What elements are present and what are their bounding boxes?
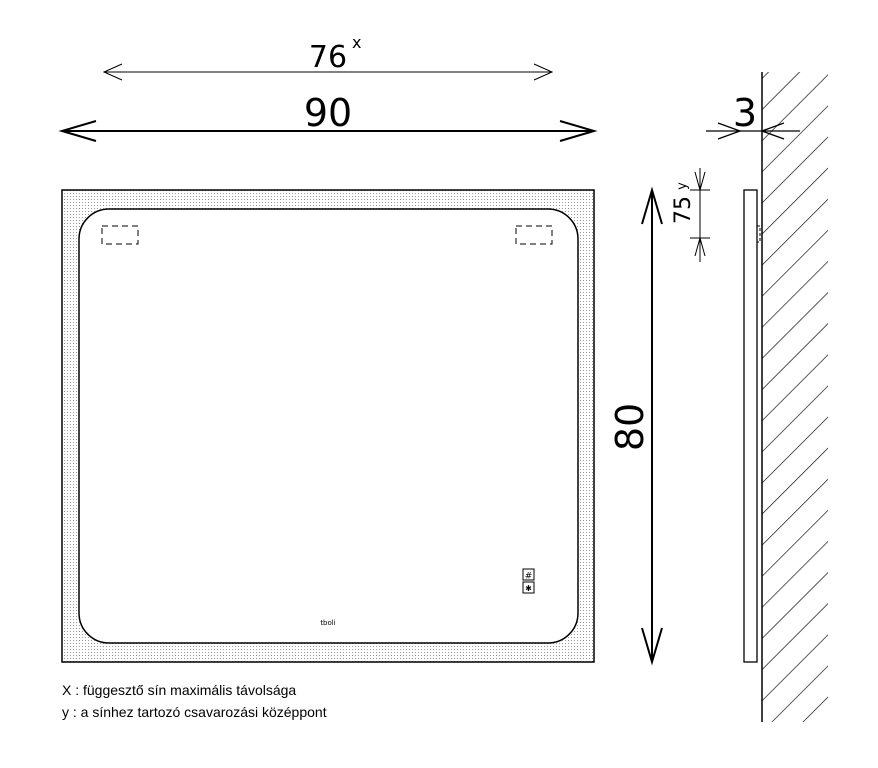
arrowhead-top-80: [641, 186, 663, 225]
touch-button-1-icon: #: [525, 572, 533, 582]
arrowhead-bottom-80: [641, 627, 663, 666]
arrowhead-bottom-75: [694, 236, 706, 257]
wall-hatching: [762, 72, 828, 722]
dimension-rail-distance: 76 x: [102, 33, 554, 81]
side-bracket: [757, 225, 761, 243]
dimension-75-marker: y: [675, 182, 690, 190]
arrowhead-left-90: [58, 120, 97, 142]
dimension-80-value: 80: [608, 403, 652, 451]
mount-bracket-right: [515, 225, 553, 245]
dimension-75-value: 75: [671, 196, 696, 224]
dimension-3-value: 3: [733, 91, 757, 135]
dimension-total-height: 80: [608, 186, 663, 666]
legend-y: y : a sínhez tartozó csavarozási középpo…: [62, 704, 327, 720]
dimension-90-value: 90: [304, 91, 352, 135]
arrowhead-right-90: [559, 120, 598, 142]
mirror-side-profile: [743, 189, 758, 663]
arrowhead-left-76: [102, 63, 123, 81]
touch-button-2: [522, 581, 535, 594]
legend-x: X : függesztő sín maximális távolsága: [62, 682, 297, 698]
mirror-glass: [78, 208, 579, 644]
arrowhead-left-3: [717, 122, 742, 140]
mirror-front-view: # ✱ tboli: [61, 189, 595, 663]
dimension-76-marker: x: [352, 33, 361, 52]
arrowhead-right-3: [760, 122, 785, 140]
arrowhead-top-75: [694, 171, 706, 192]
dimension-total-width: 90: [58, 91, 598, 142]
dimension-screw-center: 75 y: [671, 168, 710, 262]
touch-button-1: [522, 568, 535, 581]
mount-bracket-left: [101, 225, 139, 245]
brand-logo: tboli: [320, 619, 335, 627]
arrowhead-right-76: [533, 63, 554, 81]
side-view: 3: [706, 72, 828, 722]
touch-button-2-icon: ✱: [525, 584, 532, 593]
dimension-76-value: 76: [309, 40, 347, 75]
